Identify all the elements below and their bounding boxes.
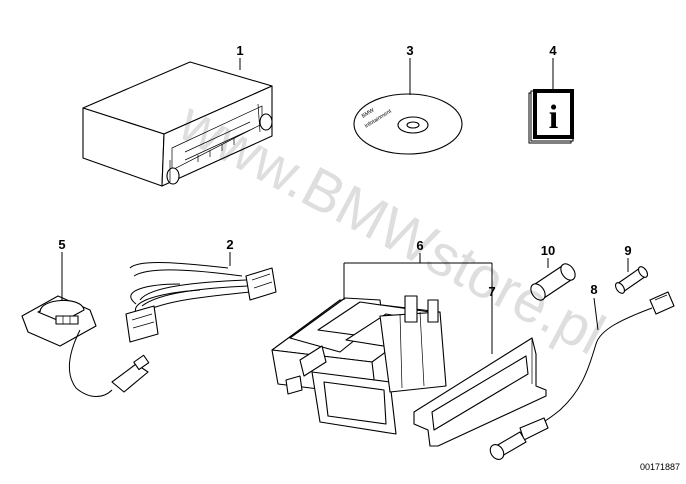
part-mounting-frame[interactable] bbox=[271, 295, 447, 435]
part-radio-unit[interactable] bbox=[82, 61, 273, 187]
diagram-reference-number: 00171887 bbox=[640, 462, 680, 472]
callout-9: 9 bbox=[624, 243, 631, 258]
callout-1: 1 bbox=[236, 43, 243, 58]
info-icon: i bbox=[549, 99, 558, 136]
part-trim-bezel[interactable] bbox=[413, 337, 547, 447]
leader-8 bbox=[593, 297, 599, 331]
callout-3: 3 bbox=[406, 43, 413, 58]
callout-2: 2 bbox=[226, 237, 233, 252]
part-antenna-cable[interactable] bbox=[487, 291, 675, 462]
callout-7: 7 bbox=[488, 284, 495, 299]
part-antenna-module[interactable] bbox=[21, 295, 150, 397]
part-cd-disc[interactable]: BMW Infotainment bbox=[353, 93, 463, 155]
callout-10: 10 bbox=[541, 243, 555, 258]
part-sleeve-small[interactable] bbox=[614, 265, 650, 295]
part-sleeve-large[interactable] bbox=[528, 261, 578, 303]
callout-4: 4 bbox=[549, 43, 557, 58]
part-info-booklet[interactable]: i bbox=[528, 89, 574, 144]
part-wiring-harness[interactable] bbox=[125, 262, 277, 343]
callout-6: 6 bbox=[416, 238, 423, 253]
callout-5: 5 bbox=[58, 237, 65, 252]
callout-8: 8 bbox=[590, 282, 597, 297]
